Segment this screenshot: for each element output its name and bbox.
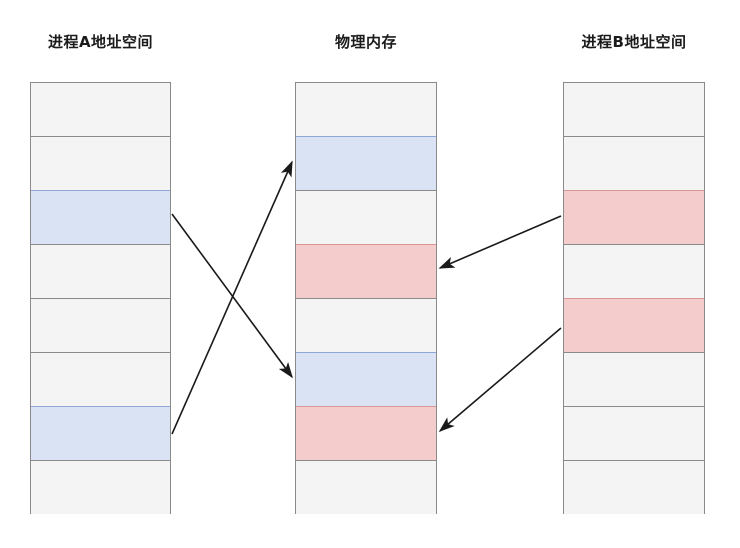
memory-column-process-a bbox=[30, 82, 171, 514]
memory-cell-physical-memory-2 bbox=[296, 190, 436, 244]
memory-cell-process-a-0 bbox=[31, 82, 170, 136]
memory-cell-process-b-0 bbox=[564, 82, 704, 136]
memory-cell-physical-memory-1 bbox=[296, 136, 436, 190]
memory-cell-process-a-1 bbox=[31, 136, 170, 190]
column-title-physical-memory: 物理内存 bbox=[334, 33, 397, 51]
column-title-process-a: 进程A地址空间 bbox=[47, 33, 154, 51]
memory-cell-process-a-7 bbox=[31, 460, 170, 514]
mapping-arrow-b4-to-phys6 bbox=[438, 327, 562, 433]
memory-column-physical-memory bbox=[295, 82, 437, 514]
memory-cell-process-b-6 bbox=[564, 406, 704, 460]
memory-cell-process-a-3 bbox=[31, 244, 170, 298]
memory-cell-process-b-3 bbox=[564, 244, 704, 298]
memory-cell-process-b-7 bbox=[564, 460, 704, 514]
memory-cell-physical-memory-0 bbox=[296, 82, 436, 136]
memory-cell-process-b-4 bbox=[564, 298, 704, 352]
memory-cell-process-a-4 bbox=[31, 298, 170, 352]
column-title-process-b: 进程B地址空间 bbox=[581, 33, 687, 51]
memory-cell-process-b-5 bbox=[564, 352, 704, 406]
memory-column-process-b bbox=[563, 82, 705, 514]
mapping-arrow-a2-to-phys5 bbox=[171, 213, 293, 379]
memory-cell-physical-memory-7 bbox=[296, 460, 436, 514]
memory-cell-process-a-2 bbox=[31, 190, 170, 244]
memory-cell-process-a-6 bbox=[31, 406, 170, 460]
memory-cell-physical-memory-4 bbox=[296, 298, 436, 352]
memory-cell-physical-memory-5 bbox=[296, 352, 436, 406]
memory-cell-physical-memory-6 bbox=[296, 406, 436, 460]
memory-cell-process-b-1 bbox=[564, 136, 704, 190]
mapping-arrow-b2-to-phys3 bbox=[438, 215, 562, 269]
memory-cell-process-a-5 bbox=[31, 352, 170, 406]
memory-cell-physical-memory-3 bbox=[296, 244, 436, 298]
memory-cell-process-b-2 bbox=[564, 190, 704, 244]
mapping-arrow-a6-to-phys1 bbox=[171, 160, 293, 435]
